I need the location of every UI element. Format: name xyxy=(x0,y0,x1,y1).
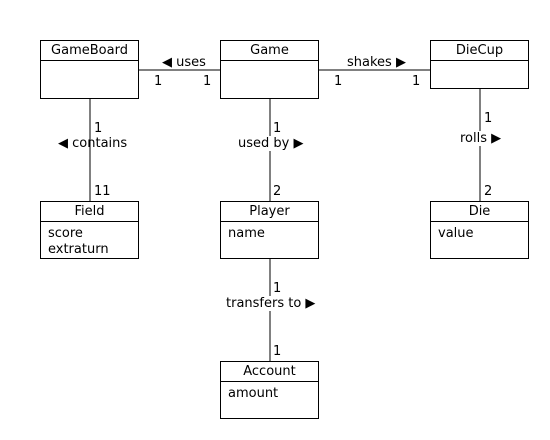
class-attributes: value xyxy=(431,222,528,242)
class-attributes: name xyxy=(221,222,318,242)
class-attributes xyxy=(221,61,318,65)
attribute-name: name xyxy=(228,226,265,241)
class-name: Die xyxy=(431,202,528,222)
assoc-label-used-by: used by ▶ xyxy=(237,136,305,151)
class-game[interactable]: Game xyxy=(220,40,319,99)
class-name: Account xyxy=(221,362,318,382)
class-name: Player xyxy=(221,202,318,222)
class-name: GameBoard xyxy=(41,41,138,61)
assoc-label-shakes: shakes ▶ xyxy=(347,55,406,70)
multiplicity-gameboard-uses: 1 xyxy=(154,74,163,89)
class-name: DieCup xyxy=(431,41,528,61)
class-player[interactable]: Player name xyxy=(220,201,319,259)
assoc-label-transfers: transfers to ▶ xyxy=(225,296,317,311)
multiplicity-player-transfers: 1 xyxy=(273,281,282,296)
class-attributes xyxy=(41,61,138,65)
multiplicity-player-used-by: 2 xyxy=(273,184,282,199)
multiplicity-account-transfers: 1 xyxy=(273,344,282,359)
multiplicity-die-rolls: 2 xyxy=(484,184,493,199)
class-account[interactable]: Account amount xyxy=(220,361,319,419)
multiplicity-field-contains: 11 xyxy=(94,184,111,199)
class-gameboard[interactable]: GameBoard xyxy=(40,40,139,99)
class-attributes: score extraturn xyxy=(41,222,138,258)
assoc-label-rolls: rolls ▶ xyxy=(459,131,503,146)
attribute-score: score xyxy=(48,226,83,241)
multiplicity-game-used-by: 1 xyxy=(273,121,282,136)
assoc-label-uses: ◀ uses xyxy=(162,55,206,70)
attribute-value: value xyxy=(438,226,474,241)
class-name: Field xyxy=(41,202,138,222)
assoc-label-contains: ◀ contains xyxy=(58,136,128,151)
multiplicity-game-uses: 1 xyxy=(203,74,212,89)
multiplicity-game-shakes: 1 xyxy=(334,74,343,89)
multiplicity-diecup-rolls: 1 xyxy=(484,111,493,126)
attribute-extraturn: extraturn xyxy=(48,242,109,257)
attribute-amount: amount xyxy=(228,386,279,401)
class-attributes: amount xyxy=(221,382,318,402)
class-attributes xyxy=(431,61,528,65)
class-name: Game xyxy=(221,41,318,61)
class-diecup[interactable]: DieCup xyxy=(430,40,529,89)
class-die[interactable]: Die value xyxy=(430,201,529,259)
multiplicity-diecup-shakes: 1 xyxy=(412,74,421,89)
class-field[interactable]: Field score extraturn xyxy=(40,201,139,259)
multiplicity-gameboard-contains: 1 xyxy=(94,121,103,136)
